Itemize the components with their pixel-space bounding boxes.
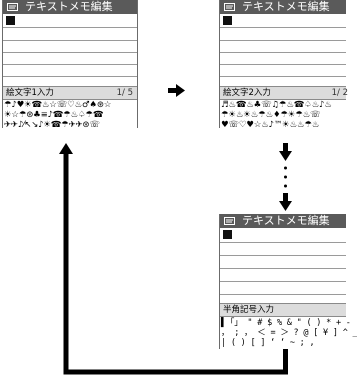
emoji-palette[interactable]: ☂♪♥☀☎♨☆☏♡♨♂♠⊛☆ ☀☆☂⊛♣≡♪☎☂♨♤☂☎ ✈✈♪⁄↖↘♪☀☎☂✈… bbox=[3, 100, 137, 130]
symbol-palette[interactable]: ▌「」 " # $ % & " ( ) * + - ， ; ， ＜ = ＞ ? … bbox=[220, 318, 357, 348]
text-line bbox=[220, 242, 346, 243]
text-line bbox=[220, 268, 346, 269]
text-line bbox=[3, 27, 137, 28]
flow-arrows bbox=[59, 84, 292, 375]
input-mode-label: 絵文字2入力 bbox=[223, 88, 271, 98]
text-line bbox=[3, 64, 137, 65]
text-line bbox=[220, 27, 346, 28]
memo-icon bbox=[224, 217, 235, 225]
text-cursor bbox=[223, 16, 232, 25]
text-line bbox=[220, 76, 346, 77]
right-arrow bbox=[168, 84, 185, 97]
input-mode-bar: 絵文字2入力 1/ 2 bbox=[220, 86, 348, 100]
memo-icon bbox=[7, 3, 18, 11]
input-mode-label: 絵文字1入力 bbox=[6, 88, 54, 98]
screen-halfwidth-symbol-input: テキストメモ編集 半角記号入力 ▌「」 " # $ % & " ( ) * + … bbox=[219, 214, 357, 349]
palette-row[interactable]: ♥☏♡♥☆♨♪™☀♨♨☂♨ bbox=[221, 120, 320, 130]
palette-row[interactable]: ♬♨☎♨♣☏♫☂♨☎♤♨♪♨ bbox=[221, 100, 332, 110]
palette-row[interactable]: ✈✈♪⁄↖↘♪☀☎☂✈✈⊛☏ bbox=[4, 120, 100, 130]
screen-emoji1-input: テキストメモ編集 絵文字1入力 1/ 5 ☂♪♥☀☎♨☆☏♡♨♂♠⊛☆ ☀☆☂⊛… bbox=[2, 0, 138, 130]
input-mode-bar: 半角記号入力 bbox=[220, 303, 346, 317]
text-line bbox=[3, 52, 137, 53]
text-line bbox=[220, 281, 346, 282]
title-bar: テキストメモ編集 bbox=[220, 0, 346, 14]
title-text: テキストメモ編集 bbox=[25, 0, 113, 13]
text-line bbox=[3, 40, 137, 41]
memo-icon bbox=[224, 3, 235, 11]
palette-row[interactable]: ☂♪♥☀☎♨☆☏♡♨♂♠⊛☆ bbox=[4, 100, 112, 110]
emoji-palette[interactable]: ♬♨☎♨♣☏♫☂♨☎♤♨♪♨ ☂☀♨☀♨☂♨♦☂☀☂♨☏ ♥☏♡♥☆♨♪™☀♨♨… bbox=[220, 100, 346, 130]
palette-row[interactable]: ， ; ， ＜ = ＞ ? @ [ ¥ ] ^ _ bbox=[221, 328, 357, 338]
text-cursor bbox=[223, 230, 232, 239]
palette-row[interactable]: ☀☆☂⊛♣≡♪☎☂♨♤☂☎ bbox=[4, 110, 104, 120]
down-arrow bbox=[279, 193, 292, 211]
text-line bbox=[220, 255, 346, 256]
palette-row[interactable]: | ( ) [ ] ‘ ‘ ~ ; , bbox=[221, 338, 315, 348]
screen-emoji2-input: テキストメモ編集 絵文字2入力 1/ 2 ♬♨☎♨♣☏♫☂♨☎♤♨♪♨ ☂☀♨☀… bbox=[219, 0, 348, 130]
text-line bbox=[220, 294, 346, 295]
text-line bbox=[220, 40, 346, 41]
continuation-dots bbox=[284, 166, 287, 188]
return-loop-arrow bbox=[59, 143, 288, 375]
input-mode-bar: 絵文字1入力 1/ 5 bbox=[3, 86, 137, 100]
input-mode-label: 半角記号入力 bbox=[223, 305, 275, 315]
text-cursor bbox=[6, 16, 15, 25]
palette-row[interactable]: ▌「」 " # $ % & " ( ) * + - bbox=[221, 318, 351, 328]
title-text: テキストメモ編集 bbox=[242, 214, 330, 227]
title-text: テキストメモ編集 bbox=[242, 0, 330, 13]
title-bar: テキストメモ編集 bbox=[3, 0, 137, 14]
palette-row[interactable]: ☂☀♨☀♨☂♨♦☂☀☂♨☏ bbox=[221, 110, 321, 120]
text-line bbox=[220, 52, 346, 53]
text-line bbox=[3, 76, 137, 77]
page-indicator: 1/ 2 bbox=[331, 88, 348, 98]
page-indicator: 1/ 5 bbox=[116, 88, 133, 98]
text-line bbox=[220, 64, 346, 65]
down-arrow bbox=[279, 143, 292, 161]
title-bar: テキストメモ編集 bbox=[220, 214, 346, 228]
